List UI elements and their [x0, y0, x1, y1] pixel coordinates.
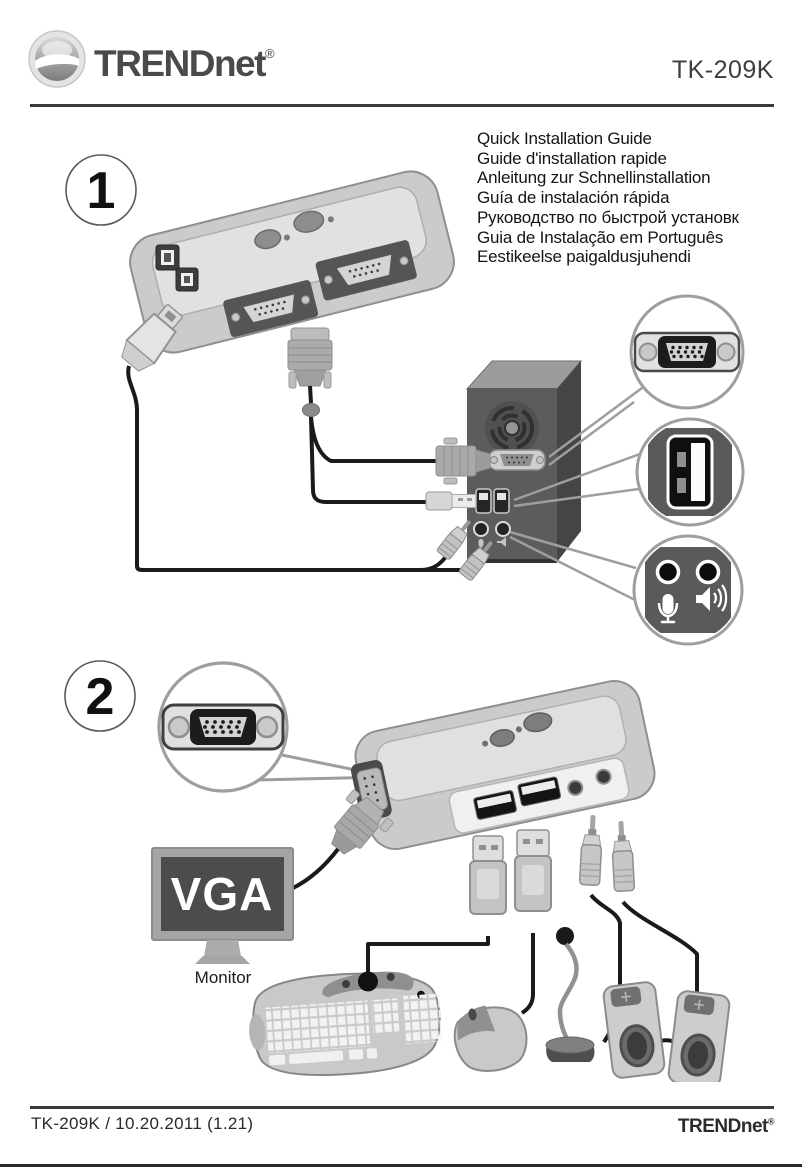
trackball: [357, 971, 378, 992]
audio-jack-ports: [567, 768, 612, 796]
vga-callout: [629, 294, 745, 410]
footer-brand: TRENDnet®: [677, 1116, 775, 1138]
step2-badge: 2: [64, 660, 136, 732]
leader-lines: [509, 386, 643, 605]
language-line: Quick Installation Guide: [477, 129, 652, 148]
step1-badge: 1: [65, 154, 137, 226]
usb-plug: [514, 829, 552, 912]
speaker-right: [667, 990, 731, 1082]
model-number: TK-209K: [671, 56, 774, 84]
microphone-icon: [657, 594, 679, 624]
vga-out-port-1: [223, 280, 319, 338]
monitor-caption: Monitor: [195, 968, 252, 987]
step2-number: 2: [86, 668, 115, 726]
registered-mark: ®: [264, 46, 275, 61]
page-bottom-edge: [0, 1164, 802, 1167]
step1-number: 1: [87, 162, 116, 220]
port-select-buttons: [482, 712, 553, 747]
header-rule: [30, 104, 774, 107]
fan-grill: [485, 401, 539, 455]
mouse: [453, 1005, 528, 1072]
vga-connector: [287, 327, 333, 389]
language-line: Anleitung zur Schnellinstallation: [477, 168, 711, 188]
vga-connector-icon: [633, 331, 741, 373]
header-logo: TRENDnet®: [26, 24, 275, 94]
monitor-screen-label: VGA: [171, 868, 274, 920]
usb-branch-cable: [309, 416, 426, 504]
usb-a-ports: [473, 776, 562, 820]
kvm-cable: [126, 365, 473, 572]
audio-plug: [578, 815, 603, 887]
usb-b-plug: [121, 304, 183, 372]
audio-plug: [611, 821, 636, 893]
mic-mini-icon: [478, 539, 484, 547]
usb-port-icon: [648, 428, 732, 516]
cable-ferrule: [302, 403, 320, 417]
footer-version: TK-209K / 10.20.2011 (1.21): [31, 1114, 254, 1133]
vga-out-port-2: [315, 240, 417, 301]
vga-callout: [157, 661, 289, 793]
scroll-wheel: [468, 1008, 477, 1021]
audio-jacks-icon: [645, 547, 731, 633]
footer-brand-text: TRENDnet: [677, 1116, 768, 1137]
usb-callout: [635, 417, 745, 527]
vga-branch-cable: [309, 416, 436, 463]
vga-connector-icon: [161, 703, 285, 751]
step2-illustration: VGA Monitor: [64, 660, 731, 1082]
usb-b-ports: [155, 244, 199, 292]
audio-callout: [632, 534, 744, 646]
brand-wordmark: TRENDnet®: [94, 24, 275, 94]
audio-plug: [459, 541, 493, 581]
tower-vga-port: [488, 449, 546, 471]
monitor-cable: [292, 847, 340, 890]
keyboard: [249, 971, 443, 1077]
tower-audio-jacks: [473, 521, 511, 551]
speaker-icon: [696, 584, 728, 612]
speaker-left: [602, 981, 666, 1079]
speaker-mini-icon: [497, 537, 506, 547]
microphone: [545, 927, 595, 1062]
audio-plug: [437, 520, 471, 560]
footer-registered-mark: ®: [767, 1116, 775, 1127]
usb-plug: [469, 835, 507, 915]
trendnet-logo-icon: [28, 30, 86, 88]
kvm-switch: [129, 170, 455, 354]
vga-male-connector: [435, 437, 491, 485]
brand-text: TRENDnet: [94, 43, 266, 84]
language-line: Eestikeelse paigaldusjuhendi: [477, 247, 691, 267]
usb-male-connector: [425, 491, 477, 511]
language-line: Guía de instalación rápida: [477, 188, 670, 208]
port-select-buttons: [254, 210, 334, 250]
step1-illustration: 1: [65, 154, 745, 646]
language-line: Guide d'installation rapide: [477, 148, 667, 168]
language-line: Guia de Instalação em Português: [477, 227, 724, 247]
kvm-switch: [350, 680, 656, 850]
footer-rule: [30, 1106, 774, 1109]
language-line: Руководство по быстрой установк: [477, 207, 739, 227]
vga-cable-connector: [331, 789, 394, 855]
monitor: VGA Monitor: [151, 847, 294, 987]
language-list: Quick Installation Guide Guide d'install…: [477, 129, 739, 267]
